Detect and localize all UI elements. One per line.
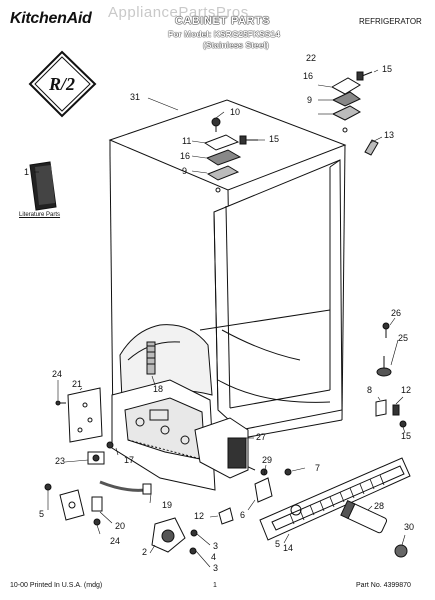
callout-20: 20 [115, 521, 126, 531]
callout-5-left: 5 [39, 509, 45, 519]
brand-logo: KitchenAid [10, 10, 92, 27]
part-12-clip-right [392, 404, 400, 416]
print-info: 10-00 Printed In U.S.A. (mdg) [10, 582, 103, 589]
callout-9-right: 9 [307, 95, 313, 105]
callout-7: 7 [315, 463, 321, 473]
part-19-tube [99, 480, 152, 495]
callout-9-upper: 9 [182, 166, 188, 176]
literature-booklet [29, 161, 57, 211]
part-28-filter [340, 499, 388, 534]
part-21-bracket [55, 387, 103, 443]
part-18-grommet [146, 341, 156, 375]
part-30-cap [394, 544, 408, 558]
finish-line: (Stainless Steel) [203, 40, 269, 50]
category-label: REFRIGERATOR [359, 17, 422, 26]
callout-2: 2 [142, 547, 148, 557]
part-5-left [44, 483, 85, 521]
leader-lines [34, 69, 406, 568]
part-14-toe-grille [259, 457, 411, 541]
callout-5-right: 5 [275, 539, 281, 549]
part-number: Part No. 4399870 [356, 582, 411, 589]
callout-6: 6 [240, 510, 246, 520]
part-3-screws [189, 529, 198, 555]
callout-19: 19 [162, 500, 173, 510]
callout-18: 18 [153, 384, 164, 394]
callout-23: 23 [55, 456, 66, 466]
callout-16-right: 16 [303, 71, 314, 81]
callout-1: 1 [24, 167, 30, 177]
part-27-duct [194, 417, 249, 479]
callout-3-upper: 3 [213, 541, 219, 551]
callout-27: 27 [256, 432, 267, 442]
part-6-bracket [254, 477, 273, 503]
callout-3-lower: 3 [213, 563, 219, 573]
callout-10: 10 [230, 107, 241, 117]
callout-29: 29 [262, 455, 273, 465]
part-17-screw [106, 441, 114, 449]
callout-8: 8 [367, 385, 373, 395]
callout-26: 26 [391, 308, 402, 318]
callout-14: 14 [283, 543, 294, 553]
callout-22: 22 [306, 53, 317, 63]
badge-text: R/2 [48, 74, 75, 94]
callout-15-upper: 15 [269, 134, 280, 144]
callout-17: 17 [124, 455, 135, 465]
page-number: 1 [213, 582, 217, 589]
callout-24-upper: 24 [52, 369, 63, 379]
callout-28: 28 [374, 501, 385, 511]
watermark-text: AppliancePartsPros [108, 4, 249, 21]
part-23-clamp [87, 451, 105, 465]
callout-30: 30 [404, 522, 415, 532]
part-7-screw [284, 468, 292, 476]
callout-11: 11 [182, 136, 192, 146]
callout-25: 25 [398, 333, 409, 343]
literature-parts-label: Literature Parts [19, 212, 61, 218]
callout-16-upper: 16 [180, 151, 191, 161]
top-right-hinge-assembly [330, 71, 373, 133]
part-13-pin [364, 139, 379, 156]
model-line: For Model: KSRG25FKSS14 [168, 29, 280, 39]
machine-compartment [111, 379, 216, 491]
part-2-foot [151, 517, 186, 553]
part-8-bracket [375, 399, 387, 417]
part-12-clip [218, 507, 234, 525]
part-25-caster [376, 356, 392, 377]
part-15-screw-lower [399, 420, 407, 428]
callout-4: 4 [211, 552, 217, 562]
part-26-screw [382, 322, 390, 338]
upper-hinge-assembly [203, 117, 258, 193]
callout-13: 13 [384, 130, 395, 140]
callout-12-right: 12 [401, 385, 412, 395]
callout-21: 21 [72, 379, 83, 389]
callout-12-lower: 12 [194, 511, 205, 521]
diagram-title: CABINET PARTS [175, 15, 270, 27]
callout-31: 31 [130, 92, 141, 102]
callout-24-lower: 24 [110, 536, 121, 546]
r2-badge: R/2 [28, 50, 97, 118]
callout-15-top-right: 15 [382, 64, 393, 74]
callout-15-lower-right: 15 [401, 431, 412, 441]
part-20-roller [91, 496, 103, 526]
